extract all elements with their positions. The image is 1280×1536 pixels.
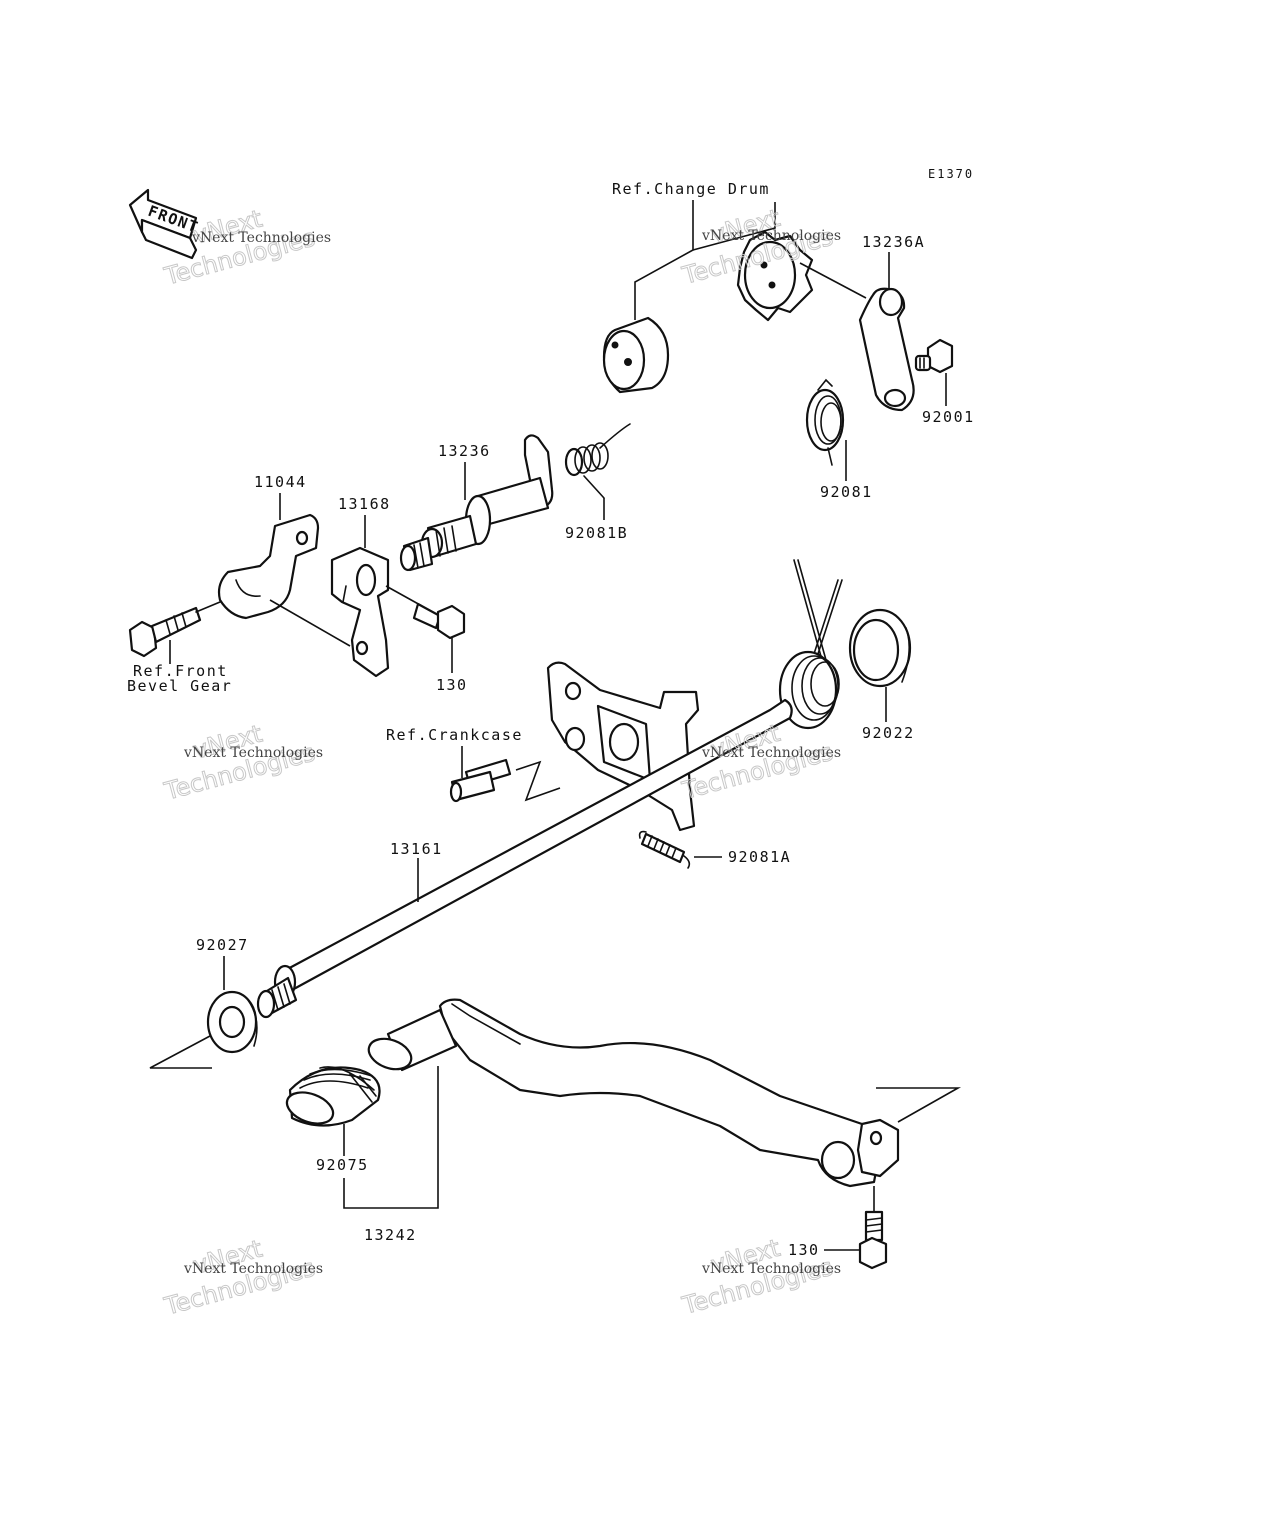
- part-92081B-label: 92081B: [565, 524, 628, 542]
- part-92081A-label: 92081A: [728, 848, 791, 866]
- watermark-6-small: vNext Technologies: [701, 1261, 841, 1277]
- change-drum-star-wheel: [736, 230, 867, 322]
- watermark-1-small: vNext Technologies: [191, 230, 331, 246]
- shift-shaft-13161: [256, 698, 793, 1019]
- ref-crankcase-label: Ref.Crankcase: [386, 726, 523, 744]
- watermark-4-small: vNext Technologies: [701, 745, 841, 761]
- part-13236A-label: 13236A: [862, 233, 925, 251]
- part-13168-label: 13168: [338, 495, 391, 513]
- part-13236-label: 13236: [438, 442, 491, 460]
- part-92022-label: 92022: [862, 724, 915, 742]
- part-130-lower-label: 130: [788, 1241, 820, 1259]
- spring-92081B: [564, 423, 631, 499]
- part-92075-label: 92075: [316, 1156, 369, 1174]
- part-13242-bracket: [343, 1066, 439, 1209]
- shift-lever-arm: [858, 287, 915, 412]
- ref-front-bevel-line2: Bevel Gear: [127, 677, 232, 695]
- ref-change-drum-label: Ref.Change Drum: [612, 180, 770, 198]
- part-92001-label: 92001: [922, 408, 975, 426]
- change-drum-cap: [602, 316, 670, 394]
- bolt-92001: [914, 338, 954, 374]
- crankcase-pin: [449, 746, 561, 803]
- spring-92081A: [638, 830, 722, 869]
- part-92081-label: 92081: [820, 483, 873, 501]
- part-130-upper-label: 130: [436, 676, 468, 694]
- watermark-5-small: vNext Technologies: [183, 1261, 323, 1277]
- shift-shaft-13236: [399, 434, 554, 572]
- watermark-3-small: vNext Technologies: [183, 745, 323, 761]
- part-13242-label: 13242: [364, 1226, 417, 1244]
- ref-front-bevel-line1: Ref.Front: [133, 662, 228, 680]
- bolt-130-upper: [412, 602, 466, 640]
- clamp-link-13168: [269, 546, 423, 678]
- part-92027-label: 92027: [196, 936, 249, 954]
- ref-change-drum-leader: [634, 200, 776, 320]
- part-13161-label: 13161: [390, 840, 443, 858]
- return-spring: [778, 559, 843, 730]
- washer-92022: [848, 608, 912, 688]
- shift-pedal-13242: [367, 998, 962, 1188]
- bolt-front-bevel: [128, 601, 221, 658]
- watermark-2-small: vNext Technologies: [701, 228, 841, 244]
- spring-92081: [805, 378, 845, 466]
- shift-rod-arm-11044: [217, 513, 320, 620]
- diagram-code: E1370: [928, 167, 974, 181]
- pedal-rubber-92075: [285, 1066, 381, 1127]
- washer-92027: [149, 990, 258, 1069]
- part-11044-label: 11044: [254, 473, 307, 491]
- bolt-130-lower: [858, 1210, 888, 1270]
